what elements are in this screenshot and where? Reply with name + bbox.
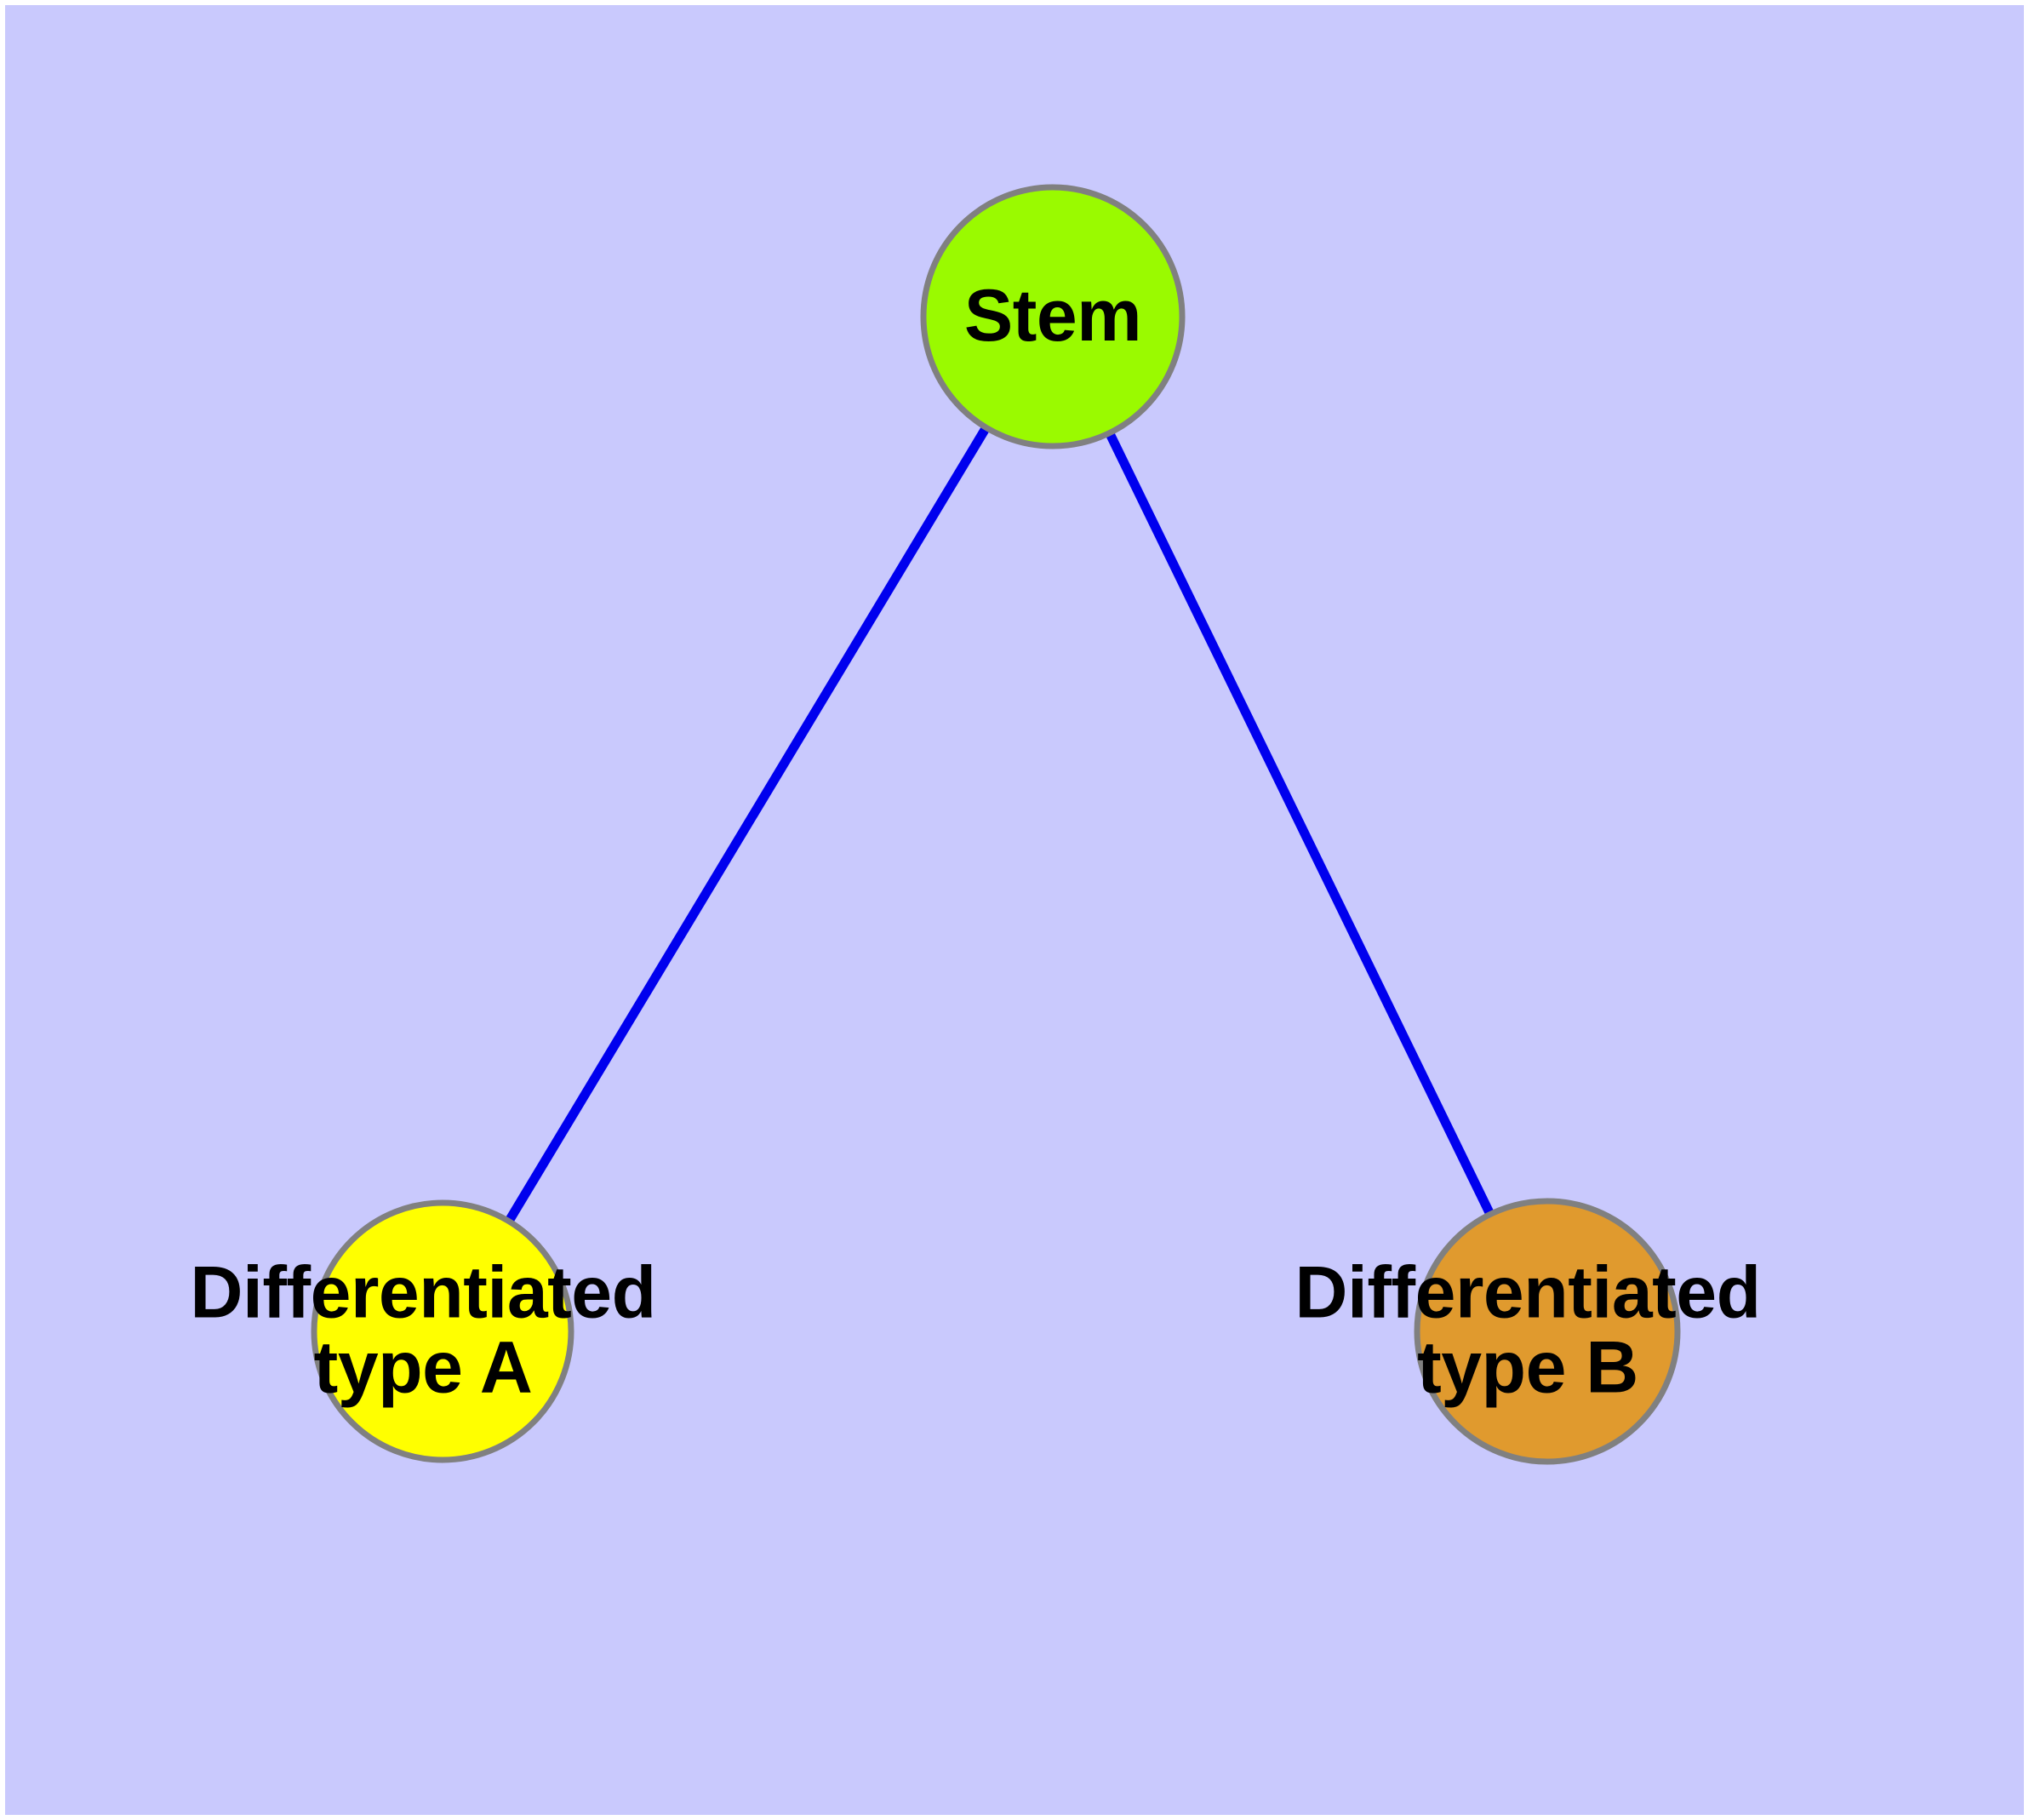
graph-node-stem[interactable] bbox=[920, 184, 1186, 449]
graph-edge[interactable] bbox=[1101, 423, 1499, 1224]
nodes-layer bbox=[311, 184, 1681, 1465]
graph-node-diff-b[interactable] bbox=[1414, 1198, 1681, 1465]
graph-node-diff-a[interactable] bbox=[311, 1199, 574, 1463]
edges-layer bbox=[500, 417, 1499, 1232]
graph-edge[interactable] bbox=[500, 417, 995, 1232]
